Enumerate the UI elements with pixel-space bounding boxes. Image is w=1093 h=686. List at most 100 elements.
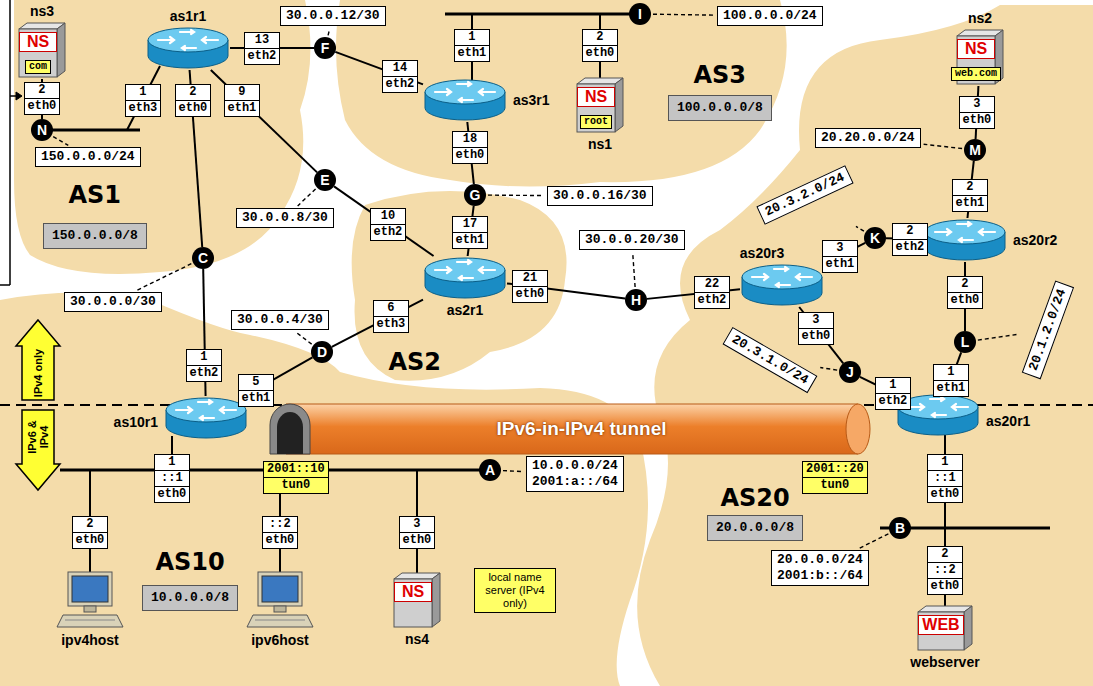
subnet-box: 150.0.0.0/24 <box>35 147 141 167</box>
as-name: AS3 <box>694 61 747 89</box>
name-server: NScomns3 <box>17 21 67 79</box>
router-name: as2r1 <box>447 302 484 318</box>
interface-label: 3 <box>799 313 834 328</box>
interface-label: 1 <box>187 350 222 365</box>
interface-label: eth0 <box>25 98 60 114</box>
interface-label: eth1 <box>934 380 969 396</box>
router-name: as20r3 <box>740 245 784 261</box>
g-shape <box>435 82 495 102</box>
zone-label: com <box>25 60 51 74</box>
server-badge: NS <box>957 39 995 59</box>
subnet-leader <box>856 226 864 231</box>
path-shape <box>200 416 214 420</box>
polygon-shape <box>918 606 972 612</box>
path-shape <box>752 274 768 280</box>
path-shape <box>457 260 471 264</box>
server-name: ns2 <box>968 10 992 26</box>
point-letter: J <box>839 361 861 383</box>
network-link <box>334 186 434 256</box>
network-link <box>211 70 317 172</box>
interface-label: ::1 <box>155 470 190 486</box>
path-shape <box>935 229 951 235</box>
path-shape <box>479 89 495 95</box>
interface-label: eth0 <box>799 328 834 344</box>
interface-box: 2eth0 <box>72 516 109 549</box>
interface-label: eth0 <box>583 45 618 61</box>
subnet-leader <box>53 137 68 146</box>
polygon-shape <box>964 606 972 650</box>
scope-label: IPv6 & IPv4 <box>26 409 50 465</box>
lan-buses <box>42 14 1050 608</box>
subnet-leader <box>653 14 714 16</box>
scope-label: IPv4 only <box>32 345 44 401</box>
point-letter: A <box>479 459 501 481</box>
point-letter: D <box>311 341 333 363</box>
as-name: AS20 <box>721 484 790 512</box>
link-point: D <box>311 341 333 363</box>
subnet-label: 30.0.0.20/30 <box>585 232 679 248</box>
interface-label: ::2 <box>263 517 298 532</box>
subnet-label: 20.3.2.0/24 <box>763 170 848 221</box>
router-name: as3r1 <box>513 92 550 108</box>
point-letter: M <box>964 139 986 161</box>
as-name: AS10 <box>156 548 225 576</box>
ellipse-shape <box>742 265 822 289</box>
interface-label: 13 <box>245 33 280 48</box>
interface-label: 10 <box>371 209 406 224</box>
tunnel: IPv6-in-IPv4 tunnel <box>268 403 875 455</box>
interface-label: eth0 <box>73 532 108 548</box>
ellipse-shape <box>148 28 228 52</box>
interface-label: 2 <box>928 547 963 562</box>
server-badge: NS <box>19 32 57 52</box>
interface-label: eth0 <box>453 147 488 163</box>
interface-label: 22 <box>695 277 730 292</box>
router-name: as1r1 <box>170 8 207 24</box>
ellipse-shape <box>425 258 505 282</box>
link-point: M <box>964 139 986 161</box>
interface-box: 1::1eth0 <box>154 454 191 503</box>
interface-label: eth1 <box>453 232 488 248</box>
host-name: ipv6host <box>251 632 309 648</box>
subnet-leader <box>820 368 837 371</box>
g-shape <box>158 30 218 50</box>
subnet-label: 150.0.0.0/24 <box>41 149 135 165</box>
router: as10r1 <box>164 396 248 440</box>
subnet-leader <box>295 332 311 344</box>
interface-label: eth0 <box>513 286 548 302</box>
interface-label: eth0 <box>400 532 435 548</box>
interface-label: eth3 <box>374 316 409 332</box>
interface-box: 2eth0 <box>947 276 984 309</box>
rect-shape <box>72 576 108 602</box>
path-shape <box>457 82 471 86</box>
interface-label: 3 <box>960 97 995 112</box>
interface-box: 3eth0 <box>959 96 996 129</box>
path-shape <box>202 37 218 43</box>
interface-label: 6 <box>374 301 409 316</box>
g-shape <box>935 222 995 242</box>
rect-shape <box>84 606 96 612</box>
interface-label: eth2 <box>187 365 222 381</box>
point-letter: H <box>625 289 647 311</box>
subnet-box: 30.0.0.8/30 <box>236 208 334 228</box>
interface-box: 3eth0 <box>399 516 436 549</box>
g-shape <box>176 400 236 420</box>
as10-cloud <box>0 293 648 686</box>
rect-shape <box>19 29 57 77</box>
link-point: J <box>839 361 861 383</box>
interface-label: 1 <box>928 455 963 470</box>
interface-label: tun0 <box>803 477 867 493</box>
subnet-label: 30.0.0.0/30 <box>70 294 156 310</box>
path-shape <box>930 397 944 401</box>
server-name: webserver <box>910 654 979 670</box>
interface-box: ::2eth0 <box>262 516 299 549</box>
server-badge: WEB <box>918 615 964 635</box>
subnet-label: 20.0.0.0/24 <box>777 552 863 568</box>
interface-box: 2eth0 <box>175 84 212 117</box>
server-badge: NS <box>577 87 615 107</box>
ellipse-shape <box>166 398 246 422</box>
prefix-label: 10.0.0.0/8 <box>151 590 229 606</box>
interface-label: 21 <box>513 271 548 286</box>
name-server: NSweb.comns2 <box>955 28 1005 86</box>
